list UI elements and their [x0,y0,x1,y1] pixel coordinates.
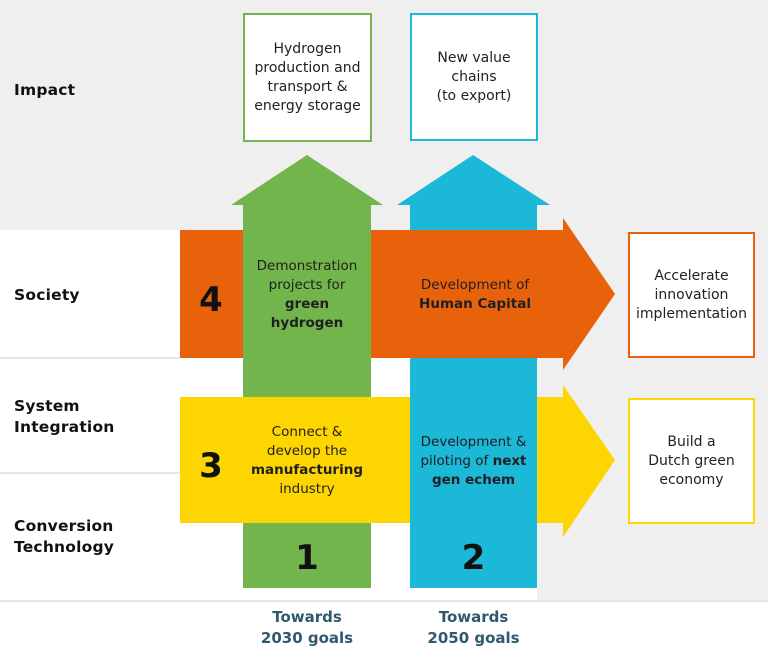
impact-row-background [0,0,768,230]
row-label-conversion-technology: Conversion Technology [14,516,114,558]
box-line: Accelerate [654,267,729,284]
label-line: Technology [14,538,115,556]
box-line: economy [659,471,724,488]
goal-2030: Towards 2030 goals [243,607,371,649]
bottom-divider [0,600,768,602]
box-line: transport & [267,78,348,95]
box-line: (to export) [436,87,512,104]
goal-line: 2050 goals [427,629,520,647]
text-plain: Development of [420,277,530,293]
blue-column-over-yellow [410,397,537,523]
next-gen-echem-text: Development & piloting of next gen echem [410,432,537,490]
box-line: Dutch green [648,452,735,469]
box-line: Hydrogen [273,40,342,57]
arrow-number-2: 2 [461,538,486,578]
label-line: System [14,397,80,415]
label-line: Society [14,286,80,304]
outcome-box-hydrogen: Hydrogen production and transport & ener… [243,13,372,142]
manufacturing-industry-text: Connect & develop the manufacturing indu… [243,422,371,500]
arrow-number-1: 1 [295,538,319,578]
box-line: energy storage [254,97,361,114]
arrow-number-4: 4 [199,280,223,320]
goal-line: Towards [438,608,509,626]
text-plain: Connect & [271,424,343,440]
text-bold: Human Capital [419,296,531,312]
text-plain: Development & piloting of [420,433,527,469]
arrow-number-3: 3 [199,446,223,486]
row-divider [0,357,180,359]
outcome-box-green-economy: Build a Dutch green economy [628,398,755,524]
row-divider [0,472,180,474]
row-label-system-integration: System Integration [14,396,115,438]
row-label-impact: Impact [14,80,75,101]
text-bold: next gen echem [431,452,527,488]
text-plain: develop the [266,443,348,459]
goal-line: 2030 goals [260,629,354,647]
row-label-society: Society [14,285,80,306]
box-line: New value [437,49,511,66]
label-line: Conversion [14,517,114,535]
green-column-over-orange [243,230,371,358]
goal-2050: Towards 2050 goals [410,607,537,649]
box-line: chains [451,68,497,85]
green-column-arrow [231,155,383,588]
text-bold: manufacturing [250,462,363,478]
label-line: Integration [14,418,115,436]
text-plain: Demonstration projects for [256,258,358,293]
box-line: production and [254,59,361,76]
box-line: Build a [667,433,716,450]
box-line: implementation [636,305,747,322]
label-line: Impact [14,81,76,99]
outcome-box-accelerate-innovation: Accelerate innovation implementation [628,232,755,358]
text-wrap: Development & piloting of next gen echem [413,433,535,490]
box-line: innovation [654,286,729,303]
blue-column-arrow [397,155,550,588]
outcome-box-value-chains: New value chains (to export) [410,13,538,141]
green-hydrogen-text: Demonstration projects for green hydroge… [243,256,371,334]
text-plain: industry [279,481,335,497]
text-bold: green hydrogen [270,296,344,331]
human-capital-text: Development of Human Capital [395,275,555,315]
goal-line: Towards [272,608,342,626]
